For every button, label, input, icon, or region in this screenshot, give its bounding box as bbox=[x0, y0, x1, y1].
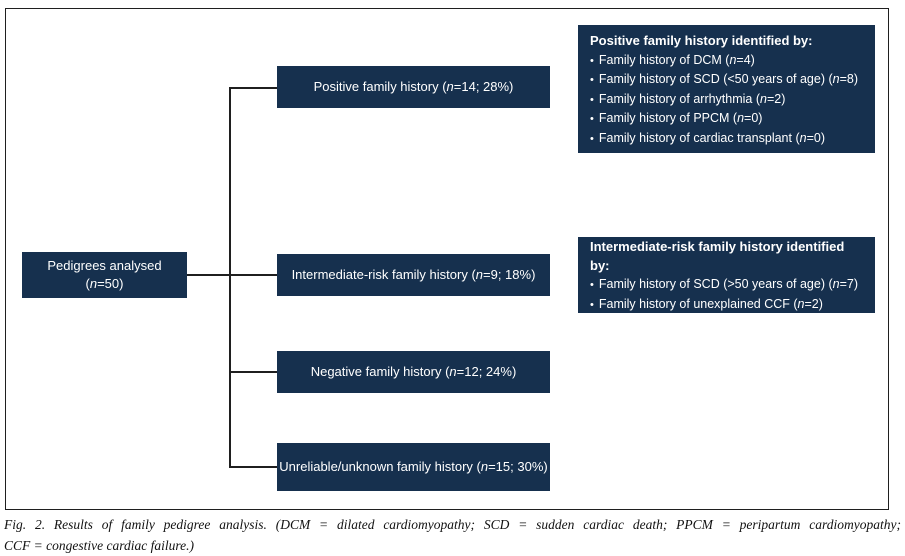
label-text: =50) bbox=[97, 276, 124, 291]
figure-caption: Fig. 2. Results of family pedigree analy… bbox=[4, 514, 901, 556]
label-text: Family history of SCD (<50 years of age)… bbox=[598, 72, 833, 86]
label-n-italic: n bbox=[449, 364, 457, 379]
label-text: =8) bbox=[839, 72, 858, 86]
list-item: • Family history of SCD (<50 years of age… bbox=[590, 70, 863, 90]
node-label: Negative family history (n=12; 24%) bbox=[311, 363, 517, 381]
label-text: Family history of cardiac transplant ( bbox=[598, 130, 800, 145]
list-item-text: Family history of SCD (>50 years of age)… bbox=[599, 275, 858, 294]
label-text: Negative family history ( bbox=[310, 364, 450, 379]
connector-branch-unreliable bbox=[229, 466, 277, 468]
node-positive-family-history: Positive family history (n=14; 28%) bbox=[277, 66, 550, 108]
connector-branch-positive bbox=[229, 87, 277, 89]
list-item-text: Family history of PPCM (n=0) bbox=[599, 109, 763, 128]
detail-box-title: Positive family history identified by: bbox=[590, 33, 813, 48]
bullet-icon: • bbox=[590, 132, 594, 145]
label-text: Positive family history ( bbox=[313, 79, 447, 94]
list-item-text: Family history of DCM (n=4) bbox=[599, 51, 755, 70]
label-text: Intermediate-risk family history ( bbox=[291, 267, 476, 282]
label-n-italic: n bbox=[480, 459, 489, 474]
detail-box-positive-identified-by: Positive family history identified by: •… bbox=[578, 25, 875, 153]
label-n-italic: n bbox=[737, 111, 745, 125]
bullet-icon: • bbox=[590, 279, 594, 291]
label-text: =14; 28%) bbox=[453, 79, 514, 94]
label-text: =9; 18%) bbox=[483, 267, 536, 282]
bullet-icon: • bbox=[590, 54, 594, 67]
label-text: Unreliable/unknown family history ( bbox=[279, 459, 481, 474]
label-n-italic: n bbox=[760, 91, 767, 106]
list-item: • Family history of DCM (n=4) bbox=[590, 51, 863, 71]
label-text: Family history of PPCM ( bbox=[598, 111, 738, 125]
list-item-text: Family history of unexplained CCF (n=2) bbox=[599, 295, 823, 314]
node-label: Unreliable/unknown family history (n=15;… bbox=[279, 458, 547, 476]
list-item: • Family history of cardiac transplant (n… bbox=[590, 129, 863, 149]
label-n-italic: n bbox=[475, 267, 484, 282]
node-intermediate-risk-family-history: Intermediate-risk family history (n=9; 1… bbox=[277, 254, 550, 296]
label-text: =7) bbox=[839, 277, 858, 291]
label-text: Family history of arrhythmia ( bbox=[598, 91, 761, 106]
label-text: Family history of SCD (>50 years of age)… bbox=[598, 277, 833, 291]
node-negative-family-history: Negative family history (n=12; 24%) bbox=[277, 351, 550, 393]
label-n-italic: n bbox=[799, 130, 807, 145]
label-text: =0) bbox=[744, 111, 763, 125]
label-text: =2) bbox=[766, 91, 786, 106]
connector-trunk bbox=[229, 87, 231, 467]
bullet-icon: • bbox=[590, 93, 594, 106]
label-n-italic: n bbox=[446, 79, 454, 94]
detail-box-title: Intermediate-risk family history identif… bbox=[590, 239, 845, 273]
label-text: Family history of unexplained CCF ( bbox=[598, 296, 798, 311]
node-pedigrees-analysed: Pedigrees analysed (n=50) bbox=[22, 252, 187, 298]
label-n-italic: n bbox=[832, 72, 840, 86]
label-n-italic: n bbox=[729, 52, 737, 67]
list-item-text: Family history of arrhythmia (n=2) bbox=[599, 90, 786, 109]
label-n-italic: n bbox=[797, 296, 805, 311]
bullet-icon: • bbox=[590, 298, 594, 311]
list-item-text: Family history of SCD (<50 years of age)… bbox=[599, 70, 858, 89]
connector-root-to-trunk bbox=[187, 274, 277, 276]
node-unreliable-unknown-family-history: Unreliable/unknown family history (n=15;… bbox=[277, 443, 550, 491]
detail-box-intermediate-identified-by: Intermediate-risk family history identif… bbox=[578, 237, 875, 313]
list-item: • Family history of unexplained CCF (n=2) bbox=[590, 295, 863, 315]
list-item: • Family history of PPCM (n=0) bbox=[590, 109, 863, 129]
bullet-icon: • bbox=[590, 74, 594, 86]
list-item: • Family history of arrhythmia (n=2) bbox=[590, 90, 863, 110]
label-text: =4) bbox=[736, 52, 755, 67]
list-item-text: Family history of cardiac transplant (n=… bbox=[599, 129, 825, 148]
label-n-italic: n bbox=[89, 276, 98, 291]
label-text: =2) bbox=[804, 296, 823, 311]
label-text: =12; 24%) bbox=[456, 364, 517, 379]
node-pedigrees-line2: (n=50) bbox=[86, 275, 124, 293]
node-label: Intermediate-risk family history (n=9; 1… bbox=[292, 266, 536, 284]
connector-branch-negative bbox=[229, 371, 277, 373]
node-pedigrees-line1: Pedigrees analysed bbox=[47, 258, 162, 273]
label-text: Family history of DCM ( bbox=[598, 52, 730, 67]
label-text: ( bbox=[85, 276, 90, 291]
label-text: =0) bbox=[806, 130, 825, 145]
node-label: Positive family history (n=14; 28%) bbox=[314, 78, 514, 96]
list-item: • Family history of SCD (>50 years of age… bbox=[590, 275, 863, 295]
bullet-icon: • bbox=[590, 113, 594, 125]
label-n-italic: n bbox=[832, 277, 840, 291]
caption-line-1: Fig. 2. Results of family pedigree analy… bbox=[4, 517, 901, 532]
label-text: =15; 30%) bbox=[488, 459, 548, 474]
caption-line-2: CCF = congestive cardiac failure.) bbox=[4, 538, 194, 553]
